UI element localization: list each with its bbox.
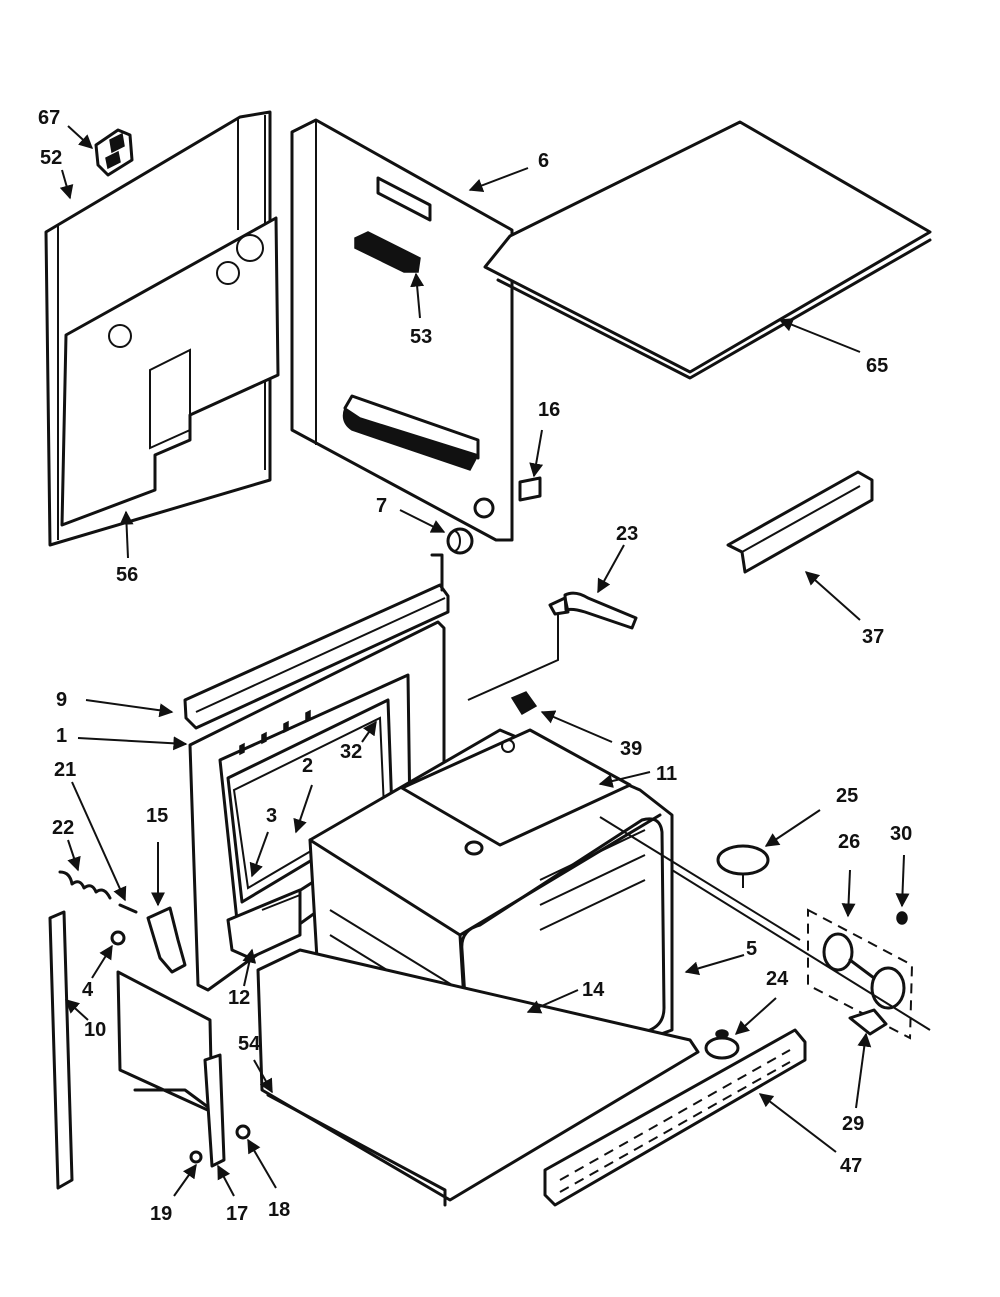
- part-24-burner: [704, 1029, 740, 1060]
- part-21-pin: [118, 903, 138, 914]
- part-39-orifice: [510, 691, 538, 716]
- callout-65: 65: [866, 355, 888, 377]
- callout-52: 52: [40, 147, 62, 169]
- cabinet-edge-line: [671, 869, 931, 1031]
- part-12-bracket: [226, 888, 302, 960]
- callout-labels: 67 52 6 53 65 16 7 56 23 37 9 1 39 11 21…: [38, 107, 912, 1225]
- part-23-tube: [467, 591, 638, 701]
- callout-24: 24: [766, 968, 789, 990]
- part-4-screw: [110, 930, 126, 946]
- part-17-hinge-lower: [203, 1053, 226, 1168]
- part-29-knob: [848, 1008, 888, 1036]
- callout-leaders: [59, 125, 910, 1197]
- part-65-top-panel: [483, 120, 932, 380]
- callout-6: 6: [538, 150, 549, 172]
- part-16-clip: [518, 476, 542, 502]
- callout-32: 32: [340, 741, 362, 763]
- callout-2: 2: [302, 755, 313, 777]
- callout-54: 54: [238, 1033, 261, 1055]
- part-9-top-brace: [183, 553, 450, 730]
- callout-5: 5: [746, 938, 757, 960]
- callout-7: 7: [376, 495, 387, 517]
- part-15-hinge: [146, 906, 187, 974]
- callout-15: 15: [146, 805, 168, 827]
- part-56-insulation: [60, 216, 280, 527]
- part-26-control-assembly: [807, 908, 914, 1040]
- callout-4: 4: [82, 979, 94, 1001]
- part-22-spring: [58, 870, 112, 900]
- callout-22: 22: [52, 817, 74, 839]
- part-11-top-plate: [400, 728, 632, 847]
- callout-21: 21: [54, 759, 76, 781]
- callout-53: 53: [410, 326, 432, 348]
- callout-67: 67: [38, 107, 60, 129]
- callout-9: 9: [56, 689, 67, 711]
- callout-12: 12: [228, 987, 250, 1009]
- callout-39: 39: [620, 738, 642, 760]
- callout-56: 56: [116, 564, 138, 586]
- callout-3: 3: [266, 805, 277, 827]
- callout-17: 17: [226, 1203, 248, 1225]
- callout-18: 18: [268, 1199, 290, 1221]
- callout-1: 1: [56, 725, 67, 747]
- callout-47: 47: [840, 1155, 862, 1177]
- callout-30: 30: [890, 823, 912, 845]
- part-67-bracket: [94, 128, 134, 177]
- part-37-rail: [726, 470, 874, 574]
- part-30-nut: [896, 911, 908, 925]
- part-47-vent-grille: [543, 1028, 807, 1207]
- part-53-terminal-block: [354, 231, 421, 273]
- part-32-gasket: [239, 709, 311, 756]
- burner-feed-line: [599, 816, 801, 941]
- callout-26: 26: [838, 831, 860, 853]
- callout-14: 14: [582, 979, 605, 1001]
- callout-23: 23: [616, 523, 638, 545]
- callout-29: 29: [842, 1113, 864, 1135]
- part-25-cap: [716, 844, 770, 888]
- part-door-frame: [116, 970, 214, 1114]
- callout-37: 37: [862, 626, 884, 648]
- part-18-screw: [235, 1124, 251, 1140]
- part-10-side-trim: [48, 910, 74, 1190]
- part-6-side-panel: [290, 118, 514, 542]
- part-19-screw: [189, 1150, 203, 1164]
- callout-25: 25: [836, 785, 858, 807]
- part-7-grommet: [446, 527, 474, 555]
- callout-16: 16: [538, 399, 560, 421]
- callout-19: 19: [150, 1203, 172, 1225]
- callout-10: 10: [84, 1019, 106, 1041]
- callout-11: 11: [656, 763, 677, 785]
